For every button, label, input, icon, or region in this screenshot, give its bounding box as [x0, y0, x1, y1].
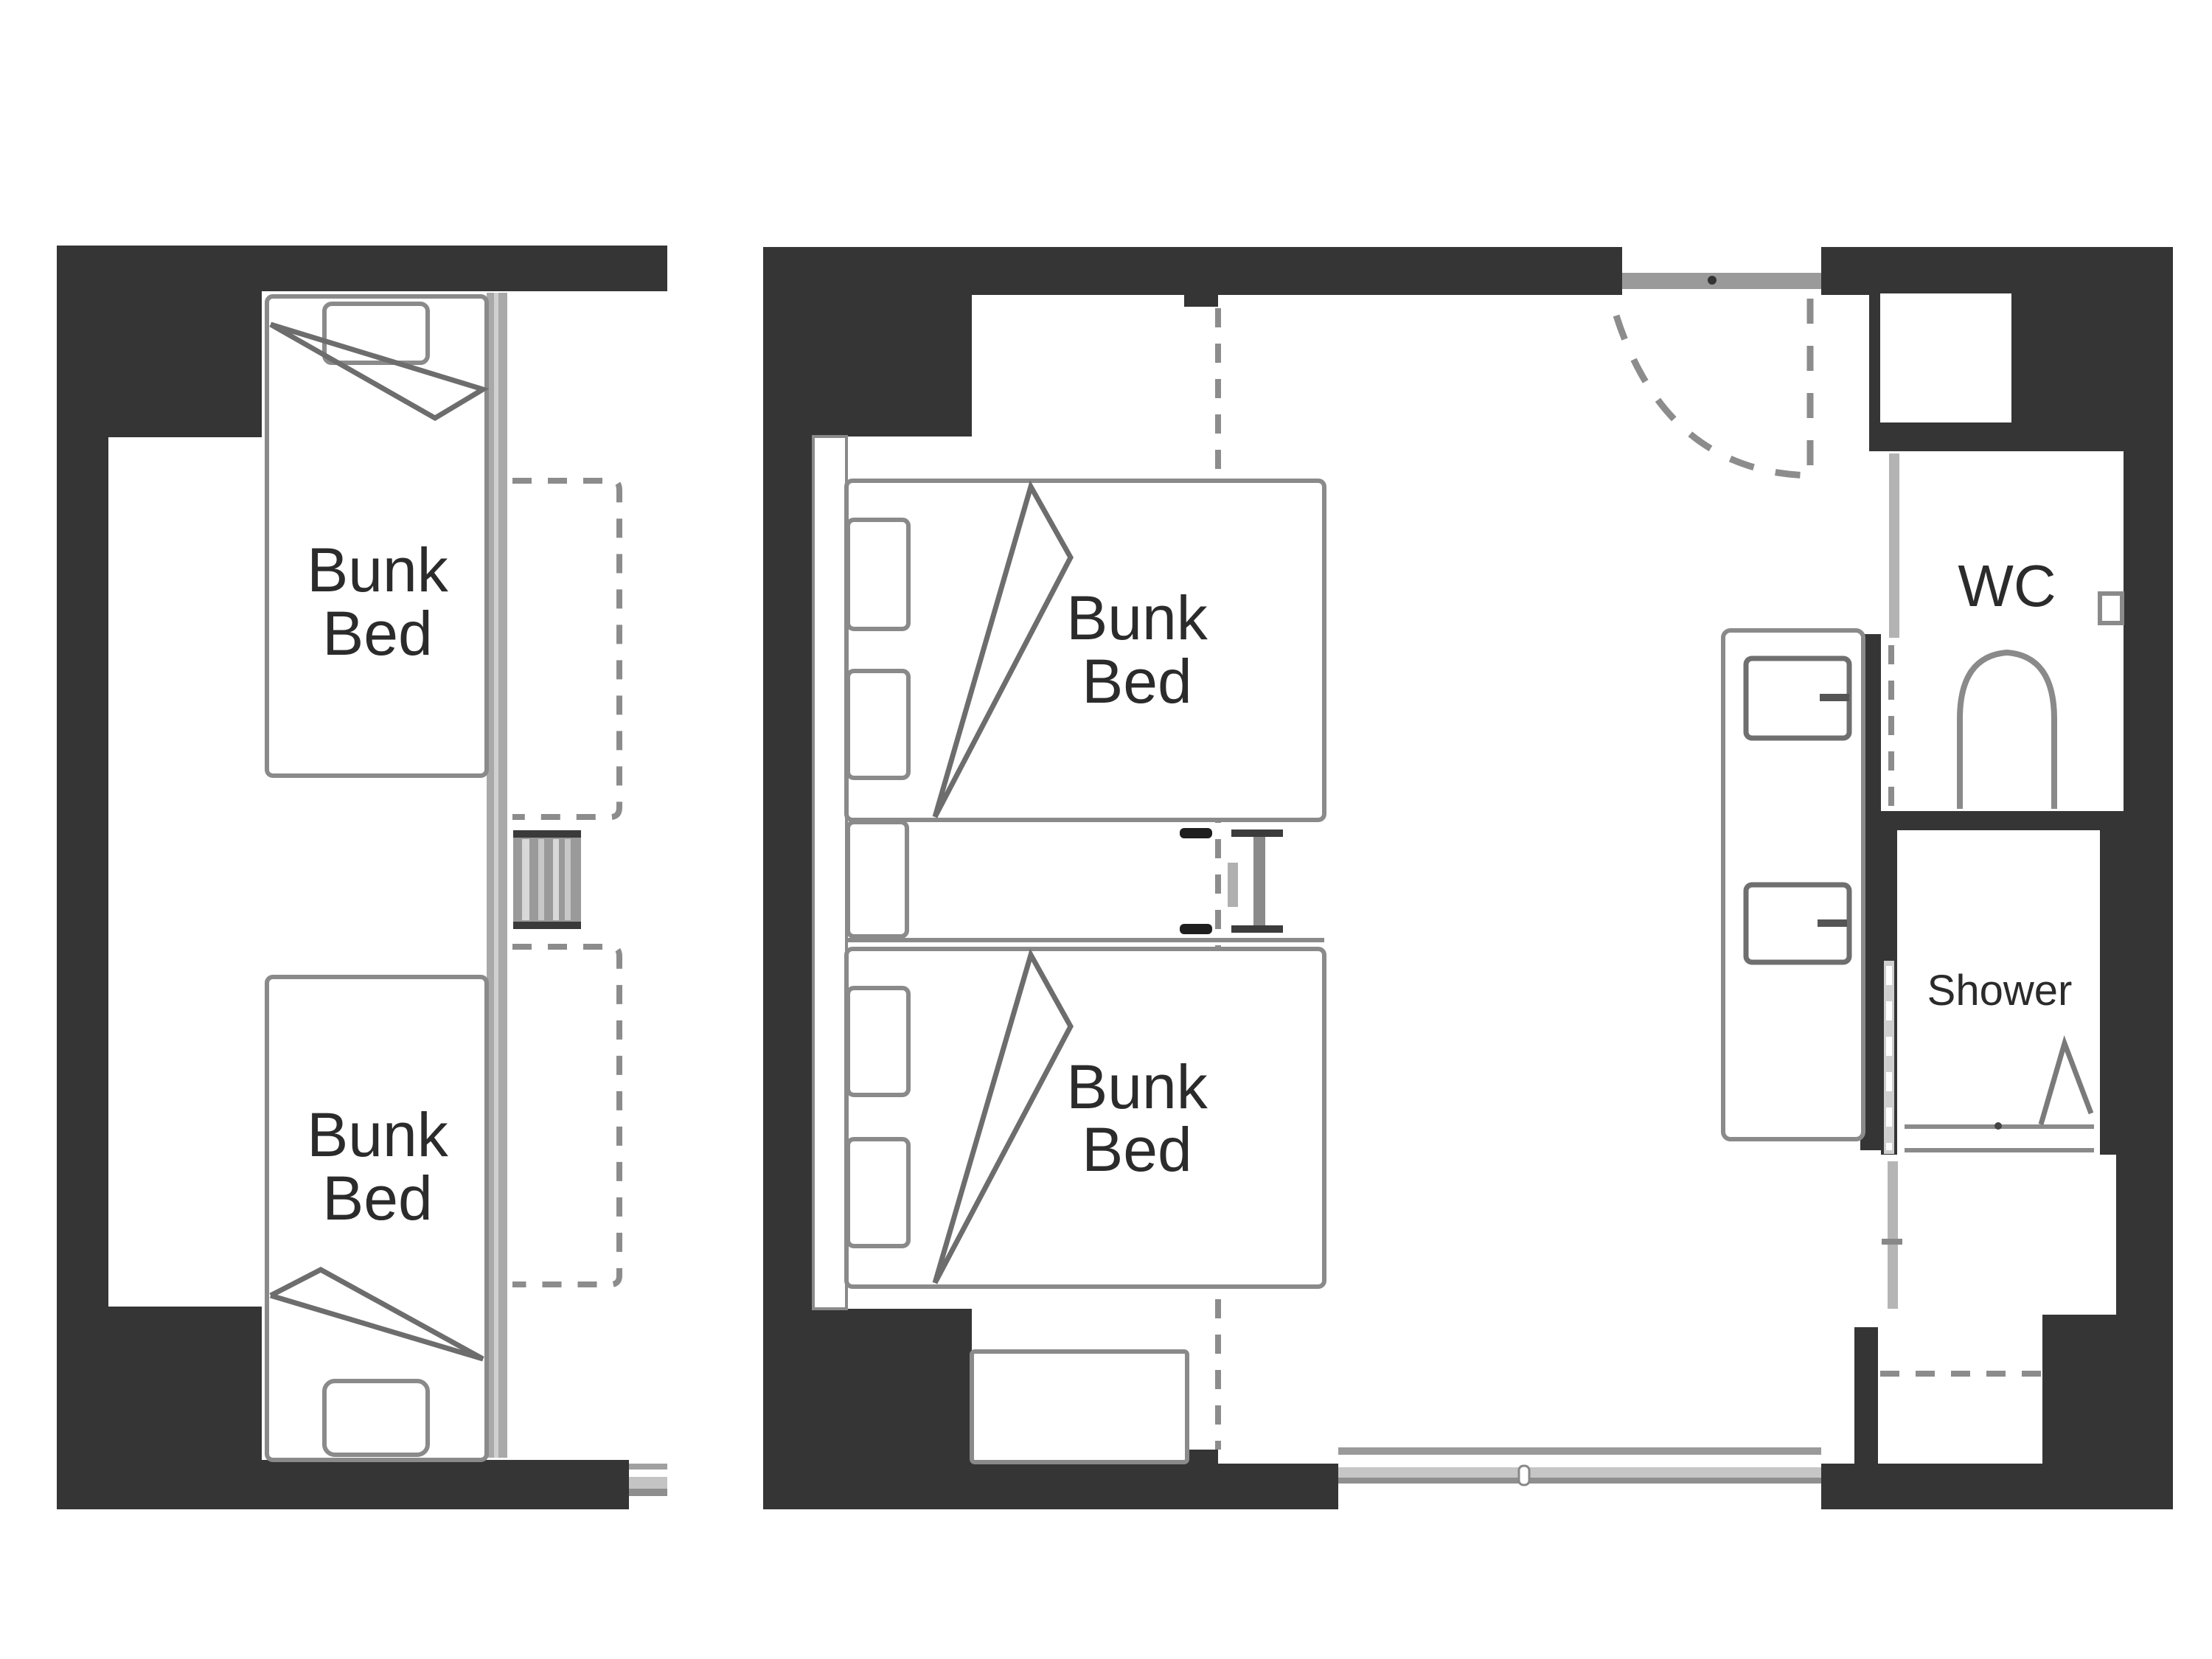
- main-upper-bunk-label-line2: Bed: [1082, 647, 1192, 716]
- main-lower-pillow-1: [846, 986, 911, 1097]
- shower-label: Shower: [1927, 967, 2073, 1015]
- desk: [970, 1349, 1189, 1464]
- left-unit-upper-block: [57, 246, 262, 437]
- left-lower-bunk-label-line2: Bed: [322, 1164, 432, 1233]
- main-lower-bunk-label-line1: Bunk: [1066, 1052, 1208, 1121]
- left-lower-bunk-bed: [265, 975, 489, 1462]
- left-lower-bunk-label-line1: Bunk: [307, 1100, 448, 1169]
- main-top-wall-right: [1821, 247, 2173, 295]
- main-ladder-icon: [1180, 828, 1283, 934]
- left-upper-bunk-label-line1: Bunk: [307, 535, 448, 605]
- main-bottom-window: [1338, 1447, 1821, 1486]
- left-unit-dashed-outline-upper: [512, 478, 622, 820]
- toilet-icon: [1957, 649, 2057, 809]
- shower-door-swing-icon: [2038, 1034, 2094, 1125]
- main-column-stub-bottom: [1184, 1450, 1218, 1464]
- main-lower-bunk-label-line2: Bed: [1082, 1115, 1192, 1184]
- left-unit-outer-wall: [57, 246, 108, 1509]
- main-unit: Bunk Bed Bunk Bed: [763, 247, 2173, 1509]
- left-unit-bottom-wall: [57, 1460, 629, 1509]
- main-upper-left-block: [763, 247, 972, 437]
- lower-right-block: [2042, 1315, 2138, 1509]
- main-bottom-wall-left: [763, 1464, 1338, 1509]
- main-upper-pillow-1: [846, 518, 911, 631]
- left-unit-dashed-outline-lower: [512, 944, 622, 1287]
- entrance-door[interactable]: [1613, 273, 1821, 479]
- shower-right-wall: [2100, 830, 2137, 1155]
- closet-niche: [1880, 293, 2011, 422]
- main-middle-pillow: [846, 820, 909, 939]
- left-unit: Bunk Bed Bunk Bed: [57, 246, 667, 1509]
- left-upper-bunk-label-line2: Bed: [322, 599, 432, 668]
- main-upper-bunk-bed: [844, 479, 1326, 822]
- main-column-stub-top: [1184, 293, 1218, 307]
- sink-lower: [1743, 882, 1852, 965]
- left-unit-window: [629, 1464, 667, 1496]
- lower-right-wall-segment: [1854, 1327, 1878, 1489]
- door-swing-arc-icon: [1613, 314, 1811, 479]
- main-lower-blanket-fold-icon: [932, 947, 1074, 1284]
- left-upper-pillow: [322, 302, 430, 365]
- left-upper-blanket-fold-icon: [269, 321, 490, 422]
- wc-label: WC: [1958, 553, 2056, 619]
- wc-right-wall: [2124, 439, 2138, 822]
- wc-paper-holder: [2098, 591, 2124, 625]
- main-lower-bunk-bed: [844, 947, 1326, 1289]
- main-lower-pillow-2: [846, 1137, 911, 1248]
- main-left-wall: [763, 247, 813, 1509]
- main-upper-bunk-label-line1: Bunk: [1066, 583, 1208, 653]
- left-lower-blanket-fold-icon: [269, 1267, 484, 1362]
- shower-room: [1905, 843, 2098, 1145]
- left-unit-ladder-icon: [513, 830, 581, 929]
- left-lower-pillow: [322, 1379, 430, 1457]
- main-upper-pillow-2: [846, 669, 911, 780]
- main-upper-blanket-fold-icon: [932, 480, 1074, 818]
